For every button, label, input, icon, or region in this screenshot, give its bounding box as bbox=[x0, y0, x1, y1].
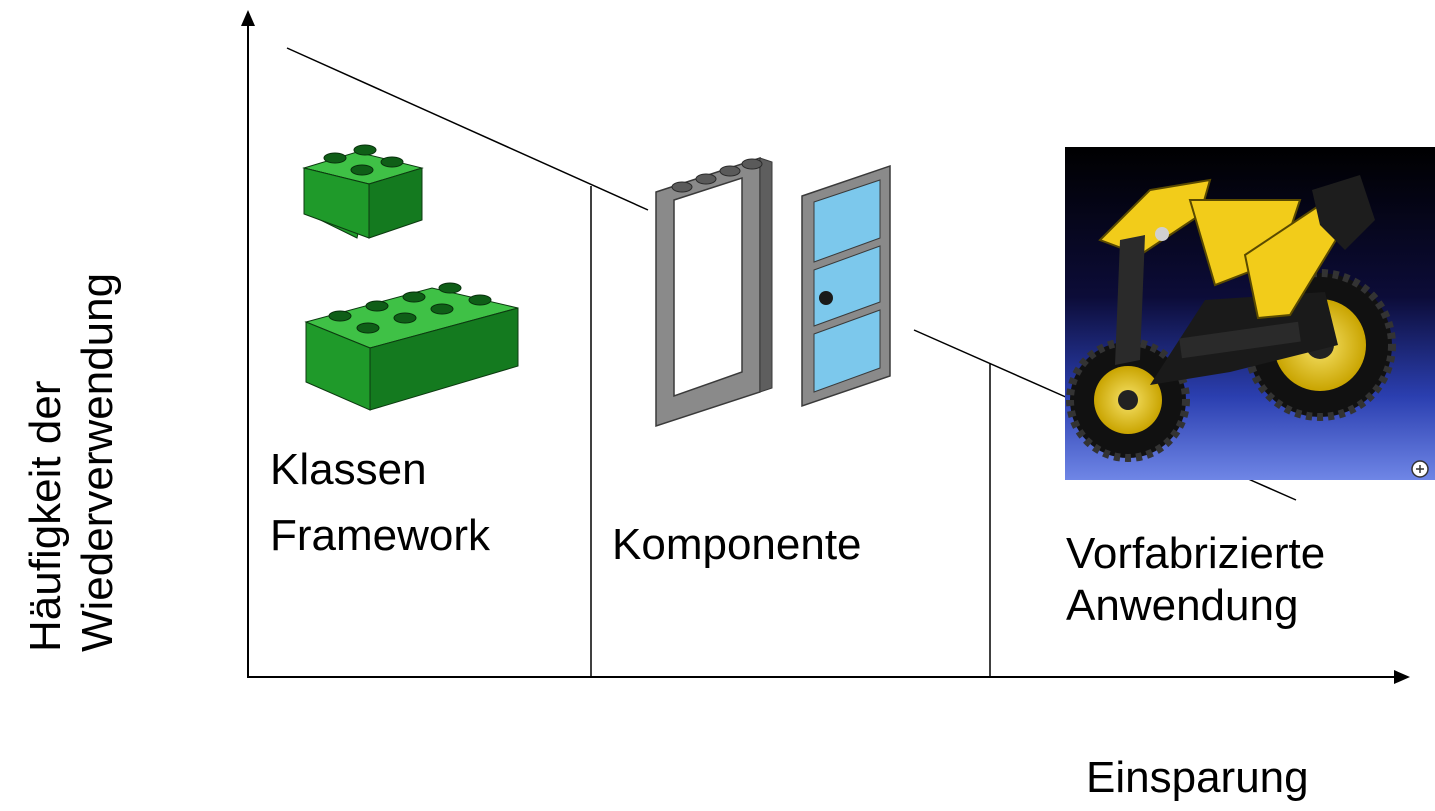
large-green-brick-icon bbox=[304, 282, 519, 411]
door-icon bbox=[801, 164, 891, 408]
motorcycle-photo bbox=[1065, 147, 1435, 480]
small-green-brick-icon bbox=[302, 144, 424, 239]
y-axis bbox=[241, 10, 255, 678]
y-axis-arrow-icon bbox=[241, 10, 255, 26]
y-axis-label-line1: Häufigkeit der bbox=[21, 380, 70, 652]
x-axis-label: Einsparung bbox=[1086, 753, 1309, 802]
y-axis-label-line2: Wiederverwendung bbox=[73, 272, 122, 652]
door-knob-icon bbox=[819, 291, 833, 305]
x-axis bbox=[248, 670, 1410, 684]
y-axis-label: Häufigkeit der Wiederverwendung bbox=[20, 273, 124, 652]
x-axis-arrow-icon bbox=[1394, 670, 1410, 684]
section-3-label-line2: Anwendung bbox=[1066, 581, 1299, 630]
section-1-label-line1: Klassen bbox=[270, 445, 427, 494]
section-1-label-line2: Framework bbox=[270, 511, 491, 560]
section-2-label: Komponente bbox=[612, 520, 862, 569]
trend-line bbox=[286, 47, 1297, 501]
door-frame-icon bbox=[655, 156, 773, 428]
section-3-label-line1: Vorfabrizierte bbox=[1066, 529, 1326, 578]
